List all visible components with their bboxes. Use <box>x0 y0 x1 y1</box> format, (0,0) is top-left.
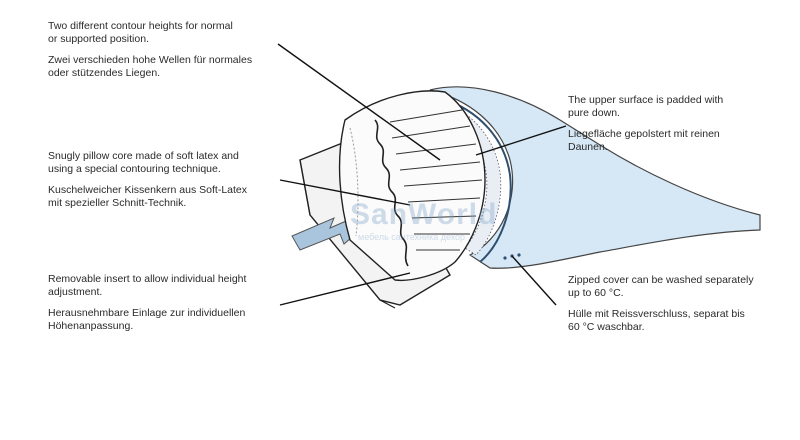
removable-insert-edge <box>299 159 396 309</box>
leader-core <box>279 179 411 206</box>
callout-zip-en: Zipped cover can be washed separately up… <box>568 274 754 299</box>
leader-lines <box>277 43 567 306</box>
core-shading <box>349 127 359 237</box>
cover-inner-band <box>439 97 512 263</box>
callout-contour-en: Two different contour heights for normal… <box>48 20 233 45</box>
callout-core-en: Snugly pillow core made of soft latex an… <box>48 150 239 175</box>
leader-zip <box>511 255 557 306</box>
leader-contour <box>277 43 441 161</box>
leader-insert <box>279 272 411 306</box>
callout-contour-de: Zwei verschieden hohe Wellen für normale… <box>48 54 253 79</box>
watermark-brand: SanWorld <box>350 198 498 231</box>
callout-core-de: Kuschelweicher Kissenkern aus Soft-Latex… <box>48 184 248 209</box>
callout-upper-de: Liegefläche gepolstert mit reinen Daunen… <box>568 128 720 153</box>
callout-zip-de: Hülle mit Reissverschluss, separat bis 6… <box>568 308 745 333</box>
callout-upper-surface: The upper surface is padded with pure do… <box>568 94 778 162</box>
zipped-cover <box>429 86 761 269</box>
callout-pillow-core: Snugly pillow core made of soft latex an… <box>48 150 278 218</box>
watermark-subtitle: мебель сантехника декор <box>358 232 466 242</box>
callout-insert-en: Removable insert to allow individual hei… <box>48 273 247 298</box>
callout-contour-heights: Two different contour heights for normal… <box>48 20 278 88</box>
callout-removable-insert: Removable insert to allow individual hei… <box>48 273 278 341</box>
leader-upper <box>475 125 567 156</box>
callout-insert-de: Herausnehmbare Einlage zur individuellen… <box>48 307 246 332</box>
callout-upper-en: The upper surface is padded with pure do… <box>568 94 724 119</box>
callout-zipped-cover: Zipped cover can be washed separately up… <box>568 274 788 342</box>
core-slice-lines <box>389 109 483 251</box>
contour-wave <box>374 119 409 267</box>
